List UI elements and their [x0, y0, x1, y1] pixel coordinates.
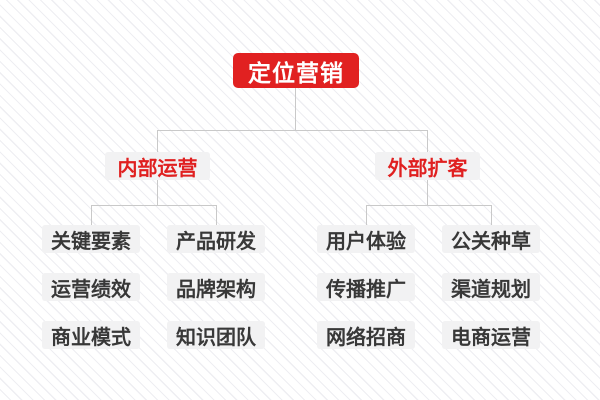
- leaf-node-ecommerce-ops: 电商运营: [442, 321, 540, 349]
- connector-root-drop: [295, 88, 296, 130]
- leaf-node-pr-seeding: 公关种草: [442, 225, 540, 253]
- connector-right-leaf-drop-2: [491, 205, 492, 225]
- connector-right-leaf-drop-1: [366, 205, 367, 225]
- connector-left-horizontal: [91, 205, 217, 206]
- leaf-node-user-experience: 用户体验: [317, 225, 415, 253]
- connector-left-branch-drop: [157, 130, 158, 152]
- leaf-node-operation-kpi: 运营绩效: [42, 273, 140, 301]
- leaf-node-knowledge-team: 知识团队: [167, 321, 265, 349]
- root-node: 定位营销: [233, 53, 359, 88]
- leaf-node-channel-planning: 渠道规划: [442, 273, 540, 301]
- leaf-node-promotion: 传播推广: [317, 273, 415, 301]
- leaf-node-brand-structure: 品牌架构: [167, 273, 265, 301]
- branch-node-internal-operations: 内部运营: [105, 152, 210, 180]
- connector-left-leaf-drop-1: [91, 205, 92, 225]
- connector-right-branch-drop: [427, 130, 428, 152]
- connector-right-stem: [427, 180, 428, 205]
- connector-level1-horizontal: [157, 130, 428, 131]
- leaf-node-online-investment: 网络招商: [317, 321, 415, 349]
- leaf-node-product-rd: 产品研发: [167, 225, 265, 253]
- connector-left-leaf-drop-2: [216, 205, 217, 225]
- connector-right-horizontal: [366, 205, 492, 206]
- leaf-node-business-model: 商业模式: [42, 321, 140, 349]
- connector-left-stem: [157, 180, 158, 205]
- branch-node-external-expansion: 外部扩客: [375, 152, 480, 180]
- leaf-node-key-elements: 关键要素: [42, 225, 140, 253]
